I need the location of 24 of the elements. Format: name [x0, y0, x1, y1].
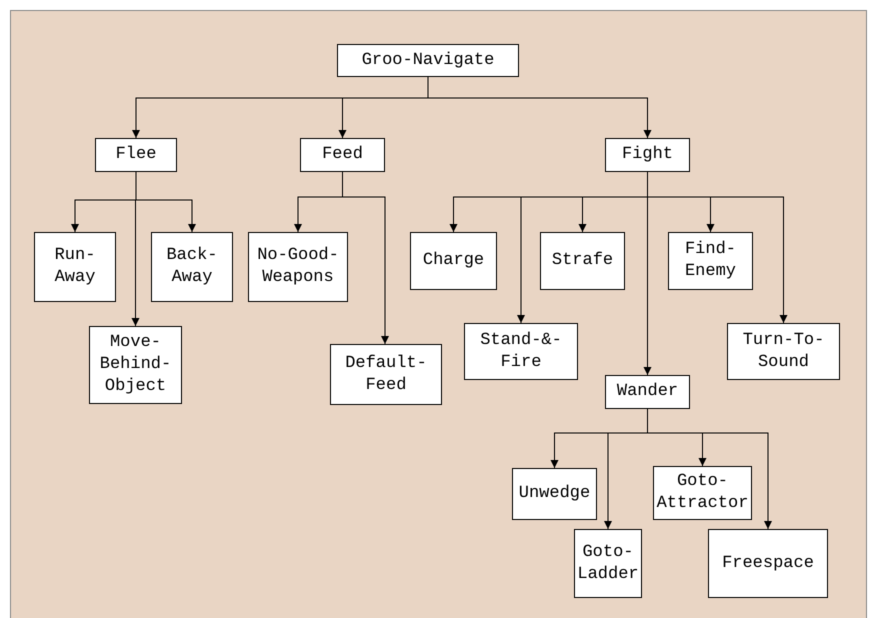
- behavior-box: Find- Enemy: [668, 232, 753, 290]
- behavior-box: No-Good- Weapons: [248, 232, 348, 302]
- arrow: [647, 408, 772, 530]
- behavior-box: Freespace: [708, 529, 828, 598]
- behavior-box: Groo-Navigate: [337, 44, 519, 77]
- arrow: [647, 172, 788, 324]
- behavior-box: Wander: [605, 375, 690, 409]
- arrow: [342, 172, 389, 344]
- behavior-box: Goto- Ladder: [574, 529, 642, 598]
- behavior-box: Run- Away: [34, 232, 116, 302]
- behavior-box: Stand-&- Fire: [464, 323, 578, 380]
- behavior-box: Goto- Attractor: [653, 466, 752, 520]
- behavior-box: Fight: [605, 138, 690, 172]
- behavior-box: Unwedge: [512, 468, 597, 520]
- behavior-box: Charge: [410, 232, 497, 290]
- behavior-box: Feed: [300, 138, 385, 172]
- behavior-box: Back- Away: [151, 232, 233, 302]
- behavior-box: Strafe: [540, 232, 625, 290]
- behavior-box: Default- Feed: [330, 344, 442, 405]
- behavior-box: Turn-To- Sound: [727, 323, 840, 380]
- arrow: [428, 76, 652, 138]
- arrow: [136, 172, 196, 232]
- behavior-box: Move- Behind- Object: [89, 326, 182, 404]
- behavior-box: Flee: [95, 138, 177, 172]
